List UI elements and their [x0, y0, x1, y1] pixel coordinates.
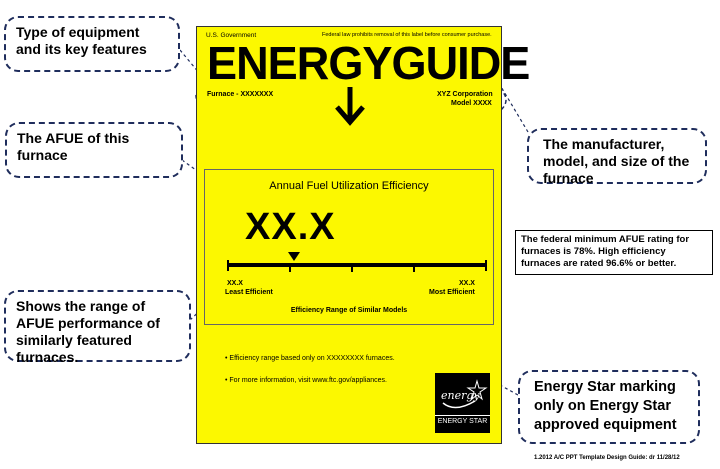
energy-star-text: ENERGY STAR [435, 415, 490, 425]
callout-afue: The AFUE of this furnace [5, 122, 183, 178]
connector-energy-star [499, 384, 519, 396]
footer-text: 1.2012 A/C PPT Template Design Guide: dr… [534, 455, 680, 461]
energy-star-script: energy [441, 389, 480, 402]
callout-range: Shows the range of AFUE performance of s… [4, 290, 191, 365]
federal-minimum-note: The federal minimum AFUE rating for furn… [515, 230, 713, 275]
government-text: U.S. Government [206, 32, 257, 39]
afue-value: XX.X [245, 206, 336, 248]
range-high-value: XX.X [459, 280, 475, 287]
range-low-label: Least Efficient [225, 289, 273, 296]
callout-manufacturer: The manufacturer, model, and size of the… [527, 128, 707, 186]
afue-marker-icon [288, 252, 300, 261]
energy-star-icon: energy [441, 379, 488, 409]
energyguide-title: ENERGYGUIDE [207, 37, 530, 89]
model-text: Model XXXX [451, 100, 492, 107]
law-notice: Federal law prohibits removal of this la… [322, 32, 492, 38]
bullet-1-text: Efficiency range based only on XXXXXXXX … [229, 355, 395, 362]
down-arrow-icon [335, 87, 365, 126]
bullet-2-text: For more information, visit www.ftc.gov/… [229, 377, 387, 384]
energyguide-label: U.S. Government Federal law prohibits re… [196, 26, 530, 444]
afue-title: Annual Fuel Utilization Efficiency [269, 180, 429, 192]
energy-star-logo: energy ENERGY STAR [435, 373, 490, 433]
afue-panel: Annual Fuel Utilization Efficiency XX.X … [204, 169, 494, 325]
efficiency-range-bar [227, 260, 487, 272]
callout-equipment: Type of equipment and its key features [4, 16, 180, 72]
equipment-text: Furnace - XXXXXXX [207, 91, 274, 98]
bullet-2: • For more information, visit www.ftc.go… [225, 377, 387, 384]
callout-energy-star: Energy Star marking only on Energy Star … [518, 370, 700, 444]
manufacturer-text: XYZ Corporation [437, 91, 493, 98]
connector-manufacturer [499, 84, 529, 133]
range-high-label: Most Efficient [429, 289, 475, 296]
range-low-value: XX.X [227, 280, 243, 287]
range-caption: Efficiency Range of Similar Models [290, 307, 408, 314]
bullet-1: • Efficiency range based only on XXXXXXX… [225, 355, 395, 362]
